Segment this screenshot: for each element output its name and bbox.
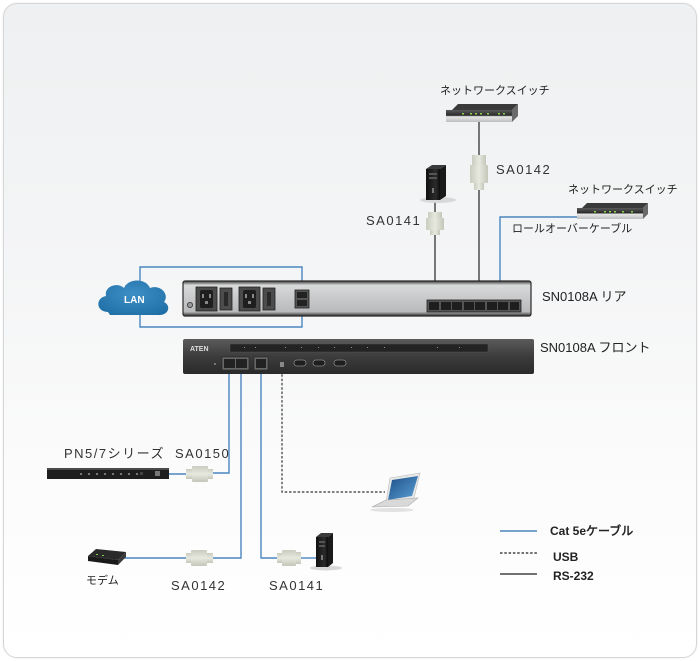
cable-rollover bbox=[499, 216, 580, 298]
network-switch-top-label: ネットワークスイッチ bbox=[440, 84, 550, 97]
sn0108a-front-label: SN0108A フロント bbox=[540, 340, 651, 355]
cable-front-sa0141 bbox=[260, 371, 278, 559]
laptop bbox=[370, 472, 421, 512]
network-switch-top bbox=[446, 104, 518, 122]
front-usb-mini-port bbox=[280, 362, 284, 367]
sa0142-top-adapter bbox=[470, 155, 488, 190]
pdu-label: PN5/7シリーズ bbox=[64, 446, 165, 461]
sa0142-top-label: SA0142 bbox=[496, 162, 551, 177]
ground-screw-icon bbox=[186, 301, 193, 308]
aten-logo: ATEN bbox=[190, 346, 209, 353]
diagram-frame bbox=[3, 3, 697, 658]
port-led-bar bbox=[229, 343, 489, 353]
front-lan-ports bbox=[221, 356, 250, 371]
front-usb-port-3 bbox=[333, 359, 347, 367]
legend-label-cat5e: Cat 5eケーブル bbox=[550, 523, 633, 538]
sa0141-top-adapter bbox=[426, 212, 444, 235]
sa0142-bottom-label: SA0142 bbox=[171, 578, 226, 593]
rollover-cable-label: ロールオーバーケーブル bbox=[512, 221, 632, 235]
legend-label-rs232: RS-232 bbox=[553, 569, 594, 583]
sa0141-bottom-adapter bbox=[277, 550, 301, 566]
power-switch-2 bbox=[262, 287, 276, 311]
modem bbox=[88, 549, 126, 565]
serial-ports bbox=[426, 299, 522, 313]
server-tower-bottom bbox=[310, 533, 342, 571]
front-usb-port-2 bbox=[312, 359, 326, 367]
sa0142-bottom-adapter bbox=[186, 550, 213, 566]
cable-lan-top bbox=[139, 266, 303, 291]
pdu-device bbox=[47, 468, 169, 479]
sn0108a-front-unit: ATEN bbox=[183, 339, 534, 374]
cable-usb bbox=[281, 370, 385, 493]
sa0150-adapter bbox=[186, 466, 213, 482]
sa0150-label: SA0150 bbox=[175, 446, 230, 461]
power-inlet-2 bbox=[238, 286, 261, 312]
sn0108a-rear-label: SN0108A リア bbox=[542, 289, 627, 304]
sa0141-bottom-label: SA0141 bbox=[269, 578, 324, 593]
front-usb-port-1 bbox=[293, 359, 307, 367]
cable-lan-bottom bbox=[139, 305, 303, 328]
modem-label: モデム bbox=[86, 573, 119, 587]
legend-label-usb: USB bbox=[553, 550, 579, 564]
server-tower-top bbox=[420, 165, 456, 203]
cable-front-sa0150 bbox=[212, 371, 230, 474]
network-switch-right bbox=[577, 203, 648, 219]
power-switch-1 bbox=[219, 287, 233, 311]
legend: Cat 5eケーブル USB RS-232 bbox=[500, 523, 633, 583]
lan-ports bbox=[294, 289, 310, 309]
lan-label: LAN bbox=[124, 295, 145, 306]
lan-cloud bbox=[98, 280, 169, 316]
sa0141-top-label: SA0141 bbox=[366, 213, 421, 228]
power-inlet-1 bbox=[195, 286, 218, 312]
network-switch-right-label: ネットワークスイッチ bbox=[568, 183, 678, 196]
cable-front-sa0142 bbox=[212, 371, 242, 559]
sn0108a-rear-unit bbox=[182, 280, 532, 317]
front-console-port bbox=[253, 356, 269, 371]
